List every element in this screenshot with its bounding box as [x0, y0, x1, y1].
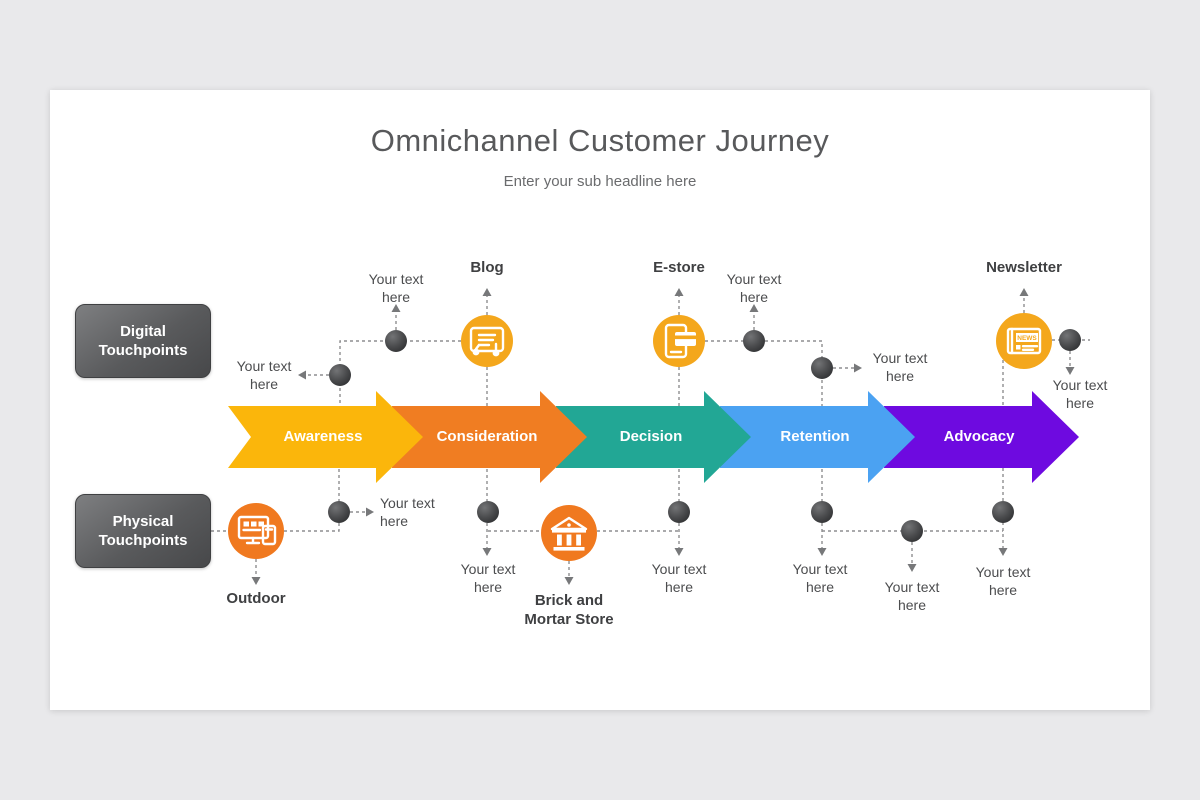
arrowhead-down-icon — [1065, 367, 1075, 375]
placeholder-text: Your text here — [884, 579, 940, 613]
placeholder-text: Your text here — [726, 271, 782, 305]
slide-canvas — [50, 90, 1150, 710]
arrowhead-down-icon — [817, 548, 827, 556]
connector-node — [992, 501, 1014, 523]
arrowhead-down-icon — [564, 577, 574, 585]
arrowhead-up-icon — [482, 288, 492, 296]
connector-node — [811, 357, 833, 379]
connector-arrowheads — [251, 288, 1075, 585]
stage-arrows — [228, 391, 1079, 483]
placeholder-text: Your text here — [975, 564, 1031, 598]
stage-label-advocacy: Advocacy — [943, 428, 1015, 445]
connector-node — [477, 501, 499, 523]
arrowhead-right-icon — [366, 507, 374, 517]
connector-node — [328, 501, 350, 523]
stage-label-retention: Retention — [780, 428, 850, 445]
placeholder-text: Your text here — [236, 358, 292, 392]
arrowhead-up-icon — [391, 304, 401, 312]
estore-icon — [653, 315, 705, 367]
channel-label-newsletter: Newsletter — [986, 259, 1062, 276]
stage-arrow-awareness — [228, 391, 423, 483]
arrowhead-up-icon — [749, 304, 759, 312]
connector-line — [284, 469, 340, 532]
arrowhead-right-icon — [854, 363, 862, 373]
arrowhead-up-icon — [674, 288, 684, 296]
newsletter-icon: NEWS — [996, 313, 1052, 369]
outdoor-icon — [228, 503, 284, 559]
arrowhead-down-icon — [998, 548, 1008, 556]
connector-node — [329, 364, 351, 386]
channel-label-blog: Blog — [470, 259, 504, 276]
physical-touchpoints-label: Physical Touchpoints — [98, 513, 188, 549]
channel-label-estore: E-store — [653, 259, 705, 276]
channel-label-store: Brick and Mortar Store — [524, 592, 614, 628]
stage-label-decision: Decision — [619, 428, 683, 445]
arrowhead-down-icon — [482, 548, 492, 556]
digital-touchpoints-label: Digital Touchpoints — [98, 323, 188, 359]
placeholder-text: Your text here — [1052, 377, 1108, 411]
stage-label-consideration: Consideration — [436, 428, 538, 445]
physical-touchpoints-box: Physical Touchpoints — [75, 494, 211, 568]
blog-icon — [461, 315, 513, 367]
connector-node — [743, 330, 765, 352]
arrowhead-left-icon — [298, 370, 306, 380]
arrowhead-up-icon — [1019, 288, 1029, 296]
connector-node — [811, 501, 833, 523]
stage-arrow-retention — [720, 391, 915, 483]
arrowhead-down-icon — [907, 564, 917, 572]
placeholder-text: Your text here — [460, 561, 516, 595]
arrowhead-down-icon — [251, 577, 261, 585]
placeholder-text: Your text here — [792, 561, 848, 595]
page-title: Omnichannel Customer Journey — [370, 123, 830, 158]
arrowhead-down-icon — [674, 548, 684, 556]
connector-line — [705, 340, 823, 406]
connector-node — [385, 330, 407, 352]
placeholder-text: Your text here — [368, 271, 424, 305]
connector-nodes — [328, 329, 1081, 542]
store-icon — [541, 505, 597, 561]
stage-arrow-consideration — [392, 391, 587, 483]
placeholder-text: Your text here — [380, 495, 435, 529]
placeholder-text: Your text here — [651, 561, 707, 595]
stage-arrow-decision — [556, 391, 751, 483]
page-subtitle: Enter your sub headline here — [503, 173, 697, 190]
placeholder-text: Your text here — [872, 350, 928, 384]
connector-node — [1059, 329, 1081, 351]
newsletter-icon-text: NEWS — [1017, 335, 1037, 342]
stage-arrow-advocacy — [884, 391, 1079, 483]
connector-node — [901, 520, 923, 542]
connector-node — [668, 501, 690, 523]
channel-label-outdoor: Outdoor — [226, 590, 286, 607]
digital-touchpoints-box: Digital Touchpoints — [75, 304, 211, 378]
stage-label-awareness: Awareness — [283, 428, 363, 445]
